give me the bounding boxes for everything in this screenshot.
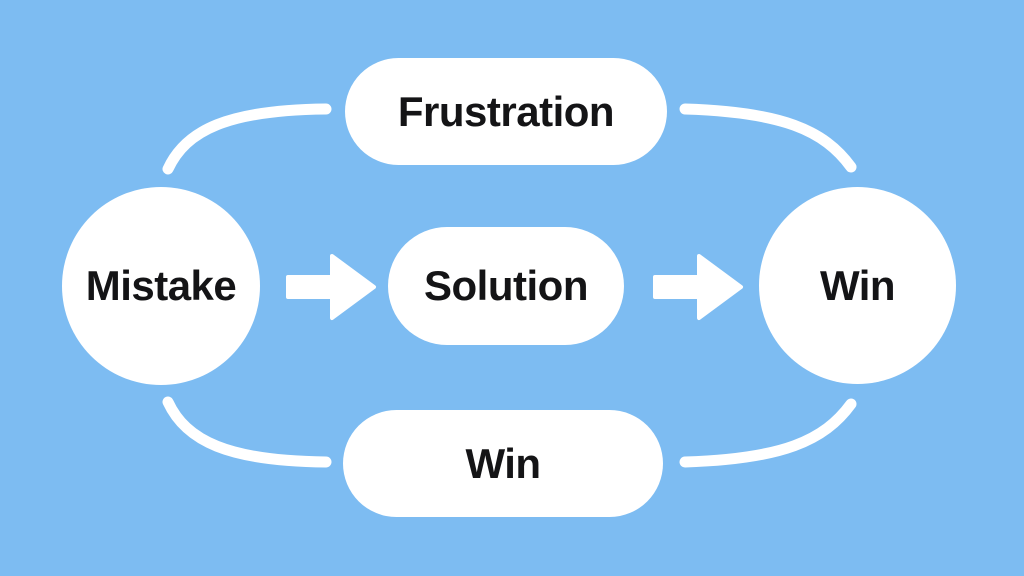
- arrow-solution-to-win-icon: [653, 254, 743, 320]
- node-solution-label: Solution: [424, 262, 588, 309]
- arrow-mistake-to-solution-icon: [286, 254, 376, 320]
- node-frustration: Frustration: [345, 58, 667, 165]
- connector-mistake-to-win-bottom: [162, 396, 332, 468]
- node-win-bottom: Win: [343, 410, 663, 517]
- node-mistake-label: Mistake: [85, 262, 237, 309]
- node-win-bottom-label: Win: [465, 439, 541, 487]
- connector-mistake-to-frustration: [162, 103, 332, 175]
- node-mistake: Mistake: [62, 187, 260, 385]
- node-win: Win: [759, 187, 956, 384]
- node-solution: Solution: [388, 227, 624, 345]
- connector-frustration-to-win: [679, 103, 857, 173]
- node-frustration-label: Frustration: [397, 87, 615, 135]
- node-win-label: Win: [819, 261, 896, 309]
- connector-win-bottom-to-win: [679, 398, 857, 468]
